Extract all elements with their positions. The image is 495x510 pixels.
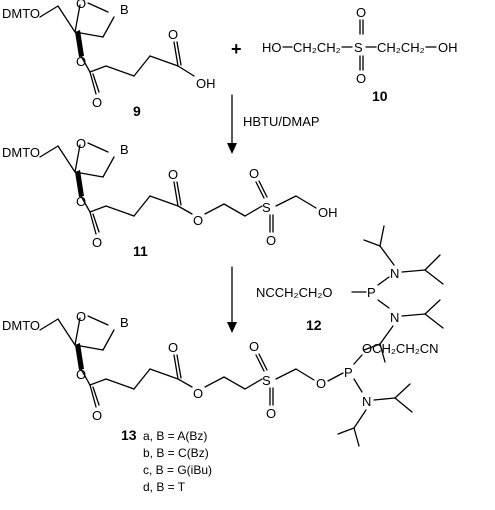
compound-11-structure: DMTO B O O O O O S O O OH 11 xyxy=(2,136,338,259)
ester-oxygen-label-13: O xyxy=(76,367,86,382)
hydroxyl-label-10-left: HO xyxy=(262,40,282,55)
base-label-9: B xyxy=(120,2,129,17)
compound-9-structure: DMTO B O O O O OH 9 xyxy=(2,0,216,119)
reaction-arrow-1 xyxy=(227,94,237,154)
nitrogen-label-12-bottom: N xyxy=(390,310,399,325)
compound-13-structure: DMTO B O O O O O S O O O P OCH₂CH₂CN N xyxy=(2,309,439,447)
ring-oxygen-label-13: O xyxy=(76,309,86,324)
hydroxyl-label-11: OH xyxy=(318,205,338,220)
sulfone-oxygen-top-13: O xyxy=(249,339,259,354)
base-label-13: B xyxy=(120,315,129,330)
compound-10-structure: HO CH₂CH₂ S O O CH₂CH₂ OH 10 xyxy=(262,5,458,104)
ethylene-label-10-right: CH₂CH₂ xyxy=(377,40,425,55)
sulfur-label-10: S xyxy=(354,40,363,55)
compound-number-12: 12 xyxy=(306,317,322,333)
ester-oxygen-label-9: O xyxy=(76,54,86,69)
ester-oxygen-label-13b: O xyxy=(193,386,203,401)
plus-sign: + xyxy=(231,39,242,59)
ethylene-label-10-left: CH₂CH₂ xyxy=(293,40,341,55)
compound-12-structure: NCCH₂CH₂O P N N 12 xyxy=(256,225,444,363)
variant-d: d, B = T xyxy=(143,480,186,494)
ring-oxygen-label-11: O xyxy=(76,136,86,151)
phosphite-oxygen-label-13: O xyxy=(316,376,326,391)
hydroxyl-label-10-right: OH xyxy=(438,40,458,55)
dmto-label-9: DMTO xyxy=(2,6,40,21)
nitrogen-label-13: N xyxy=(362,394,371,409)
hydroxyl-label-9: OH xyxy=(196,76,216,91)
ring-oxygen-label-9: O xyxy=(76,0,86,11)
carbonyl-oxygen-label-9a: O xyxy=(92,95,102,110)
variant-list: a, B = A(Bz) b, B = C(Bz) c, B = G(iBu) … xyxy=(143,429,212,494)
cyanoethoxy-label-12: NCCH₂CH₂O xyxy=(256,285,333,300)
carbonyl-oxygen-label-13a: O xyxy=(92,408,102,423)
compound-number-9: 9 xyxy=(133,103,141,119)
phosphorus-label-12: P xyxy=(367,285,376,300)
sulfone-oxygen-bottom-10: O xyxy=(356,71,366,86)
variant-b: b, B = C(Bz) xyxy=(143,446,209,460)
sulfone-oxygen-bottom-11: O xyxy=(266,233,276,248)
carbonyl-oxygen-label-11b: O xyxy=(168,167,178,182)
base-label-11: B xyxy=(120,142,129,157)
carbonyl-oxygen-label-9b: O xyxy=(168,27,178,42)
sulfur-label-13: S xyxy=(262,373,271,388)
variant-c: c, B = G(iBu) xyxy=(143,463,212,477)
ester-oxygen-label-11b: O xyxy=(193,213,203,228)
nitrogen-label-12-top: N xyxy=(390,266,399,281)
cyanoethoxy-label-13: OCH₂CH₂CN xyxy=(362,341,439,356)
sulfone-oxygen-top-11: O xyxy=(249,166,259,181)
phosphorus-label-13: P xyxy=(344,365,353,380)
carbonyl-oxygen-label-11a: O xyxy=(92,235,102,250)
dmto-label-11: DMTO xyxy=(2,145,40,160)
variant-a: a, B = A(Bz) xyxy=(143,429,207,443)
sulfur-label-11: S xyxy=(262,200,271,215)
compound-number-10: 10 xyxy=(372,88,388,104)
compound-number-13: 13 xyxy=(121,427,137,443)
ester-oxygen-label-11: O xyxy=(76,194,86,209)
carbonyl-oxygen-label-13b: O xyxy=(168,340,178,355)
compound-number-11: 11 xyxy=(133,243,148,259)
sulfone-oxygen-top-10: O xyxy=(356,5,366,20)
reagent-label: HBTU/DMAP xyxy=(243,114,320,129)
sulfone-oxygen-bottom-13: O xyxy=(266,406,276,421)
dmto-label-13: DMTO xyxy=(2,318,40,333)
reaction-arrow-2 xyxy=(227,266,237,333)
